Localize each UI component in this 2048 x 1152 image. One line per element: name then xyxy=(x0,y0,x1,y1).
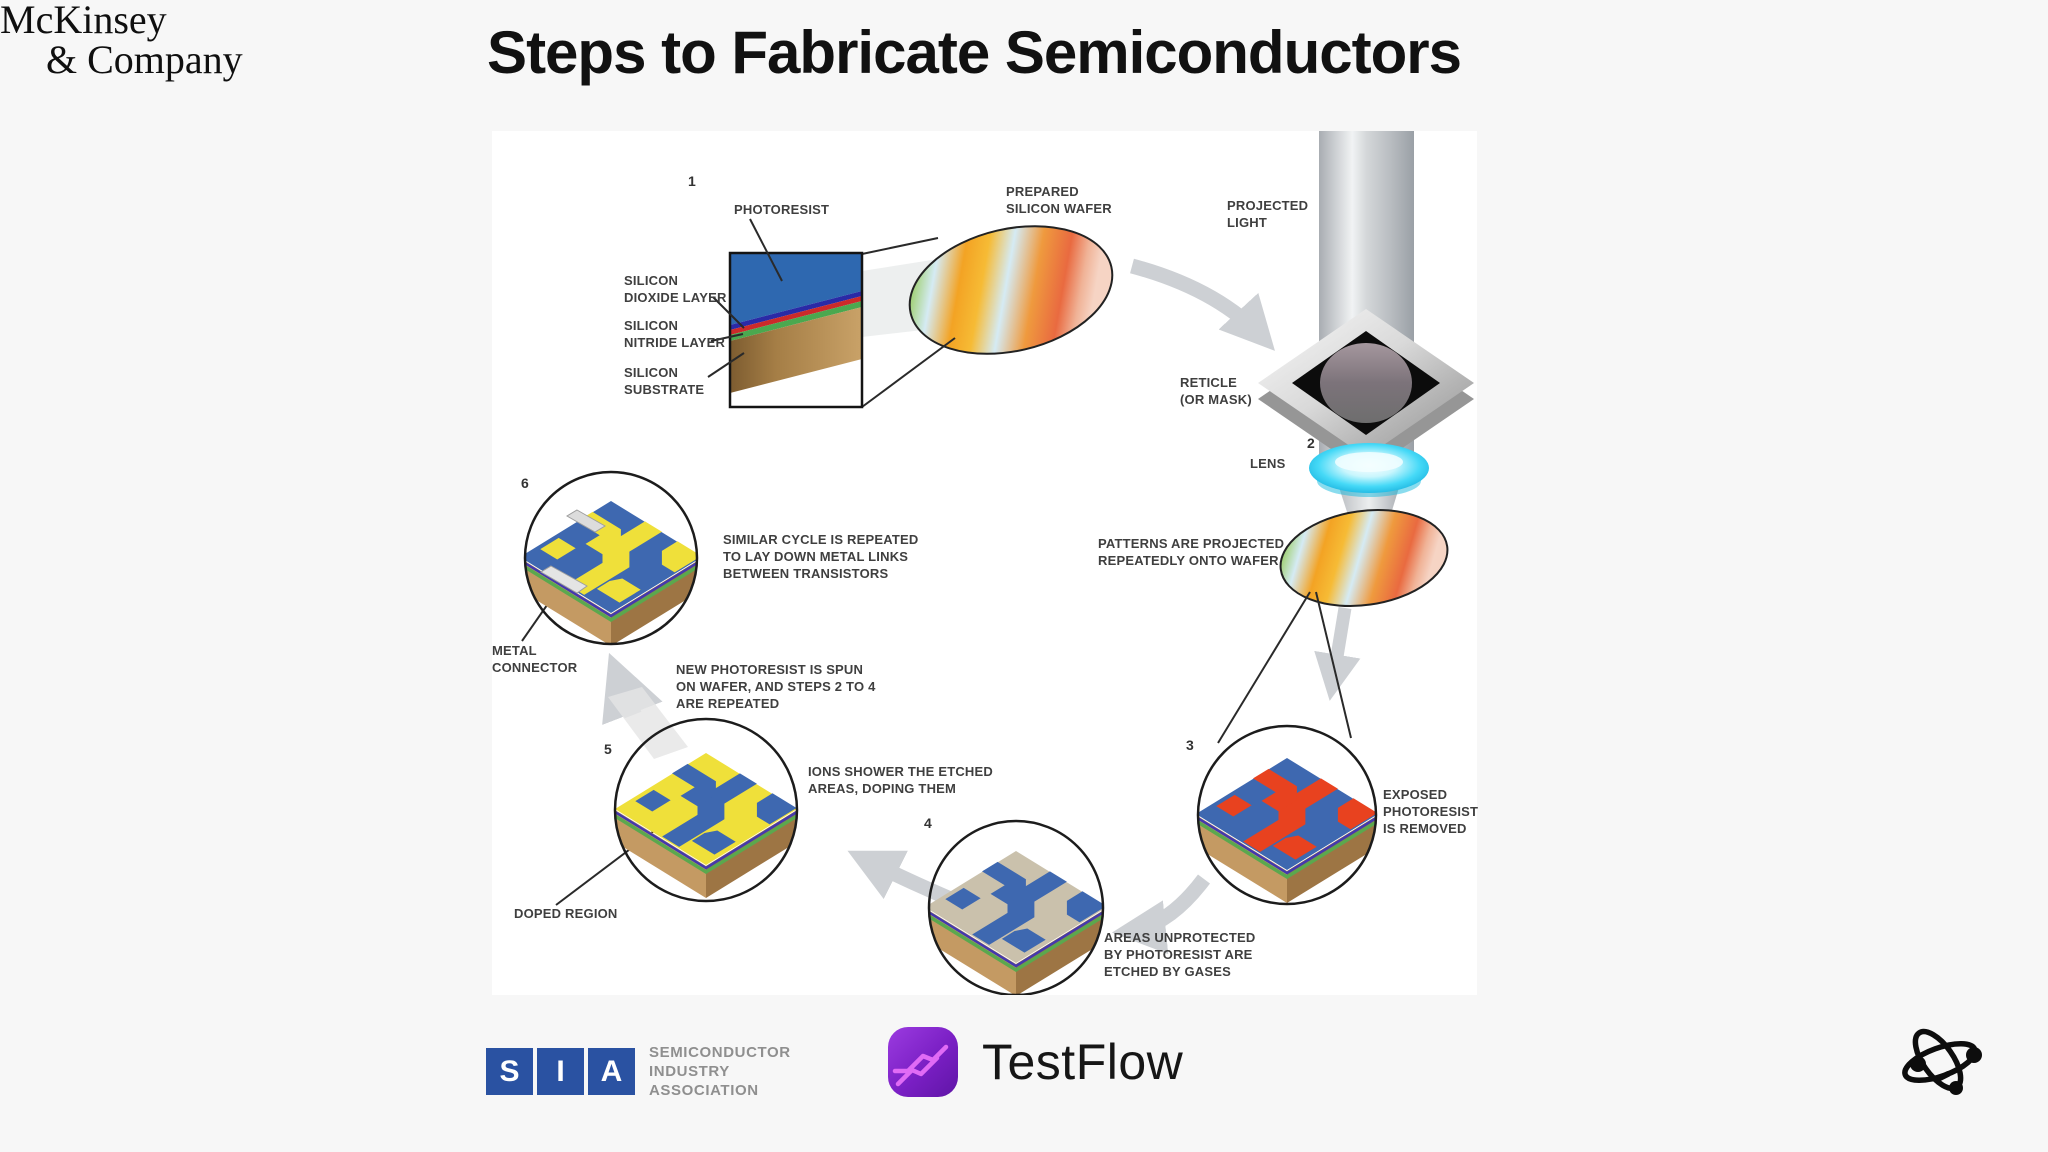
page-title: Steps to Fabricate Semiconductors xyxy=(487,19,1462,86)
projection-line xyxy=(861,337,956,408)
prepared-silicon-wafer xyxy=(908,225,1114,355)
fabrication-diagram: 1 2 3 4 5 6 PHOTORESIST SILICON DIOXIDE … xyxy=(492,131,1479,995)
arrow-step3-to-step4 xyxy=(1111,874,1210,955)
reticle-mask xyxy=(1258,309,1474,473)
label-photoresist: PHOTORESIST xyxy=(734,202,830,217)
label-silicon-substrate: SILICON SUBSTRATE xyxy=(624,365,705,397)
label-lens: LENS xyxy=(1250,456,1286,471)
step-number-6: 6 xyxy=(521,475,529,491)
mckinsey-line2: & Company xyxy=(46,37,243,82)
label-similar-cycle: SIMILAR CYCLE IS REPEATED TO LAY DOWN ME… xyxy=(723,532,919,581)
step-number-4: 4 xyxy=(924,815,932,831)
patterned-wafer xyxy=(1279,509,1449,607)
label-ions-shower: IONS SHOWER THE ETCHED AREAS, DOPING THE… xyxy=(808,764,993,796)
sia-logo-squares: S I A xyxy=(486,1048,635,1095)
sia-letter-a: A xyxy=(588,1048,635,1095)
magnify-line xyxy=(1315,591,1352,739)
step4-chip xyxy=(927,819,1105,995)
label-new-photoresist: NEW PHOTORESIST IS SPUN ON WAFER, AND ST… xyxy=(676,662,876,711)
testflow-zigzag-icon xyxy=(888,1027,958,1097)
sia-logo-text: SEMICONDUCTOR INDUSTRY ASSOCIATION xyxy=(649,1044,791,1099)
arrow-wafer-to-step3 xyxy=(1314,606,1361,701)
step-number-3: 3 xyxy=(1186,737,1194,753)
sia-logo: S I A SEMICONDUCTOR INDUSTRY ASSOCIATION xyxy=(486,1043,791,1100)
label-prepared-wafer: PREPARED SILICON WAFER xyxy=(1006,184,1112,216)
label-silicon-nitride: SILICON NITRIDE LAYER xyxy=(624,318,726,350)
mckinsey-line1: McKinsey xyxy=(0,0,167,42)
label-patterns-projected: PATTERNS ARE PROJECTED REPEATEDLY ONTO W… xyxy=(1098,536,1285,568)
label-projected-light: PROJECTED LIGHT xyxy=(1227,198,1309,230)
layer-stack-box xyxy=(728,251,864,409)
ion-beam xyxy=(608,687,688,759)
projection-line xyxy=(861,237,939,255)
leader-silicon-nitride xyxy=(710,333,744,342)
label-exposed-photoresist: EXPOSED PHOTORESIST IS REMOVED xyxy=(1383,787,1479,836)
label-doped-region: DOPED REGION xyxy=(514,906,618,921)
label-metal-connector: METAL CONNECTOR xyxy=(492,643,578,675)
step-number-2: 2 xyxy=(1307,435,1315,451)
step3-chip xyxy=(1196,724,1378,906)
label-reticle: RETICLE (OR MASK) xyxy=(1180,375,1252,407)
leader-silicon-dioxide xyxy=(712,296,745,329)
label-silicon-dioxide: SILICON DIOXIDE LAYER xyxy=(624,273,727,305)
atom-icon xyxy=(1902,1028,1982,1095)
magnify-line xyxy=(1217,591,1311,744)
leader-silicon-substrate xyxy=(707,352,745,378)
testflow-logo-text: TestFlow xyxy=(982,1034,1184,1090)
diagram-artwork xyxy=(521,131,1474,995)
label-areas-etched: AREAS UNPROTECTED BY PHOTORESIST ARE ETC… xyxy=(1104,930,1256,979)
testflow-logo: TestFlow xyxy=(888,1027,1183,1097)
lens xyxy=(1309,443,1429,493)
leader-photoresist xyxy=(749,218,783,282)
step-number-1: 1 xyxy=(688,173,696,189)
step6-chip xyxy=(523,470,699,646)
arrow-wafer-to-reticle xyxy=(1130,258,1275,351)
step-number-5: 5 xyxy=(604,741,612,757)
mckinsey-logo: McKinsey & Company xyxy=(0,0,2048,80)
sia-letter-i: I xyxy=(537,1048,584,1095)
step5-chip xyxy=(613,717,799,903)
sia-letter-s: S xyxy=(486,1048,533,1095)
